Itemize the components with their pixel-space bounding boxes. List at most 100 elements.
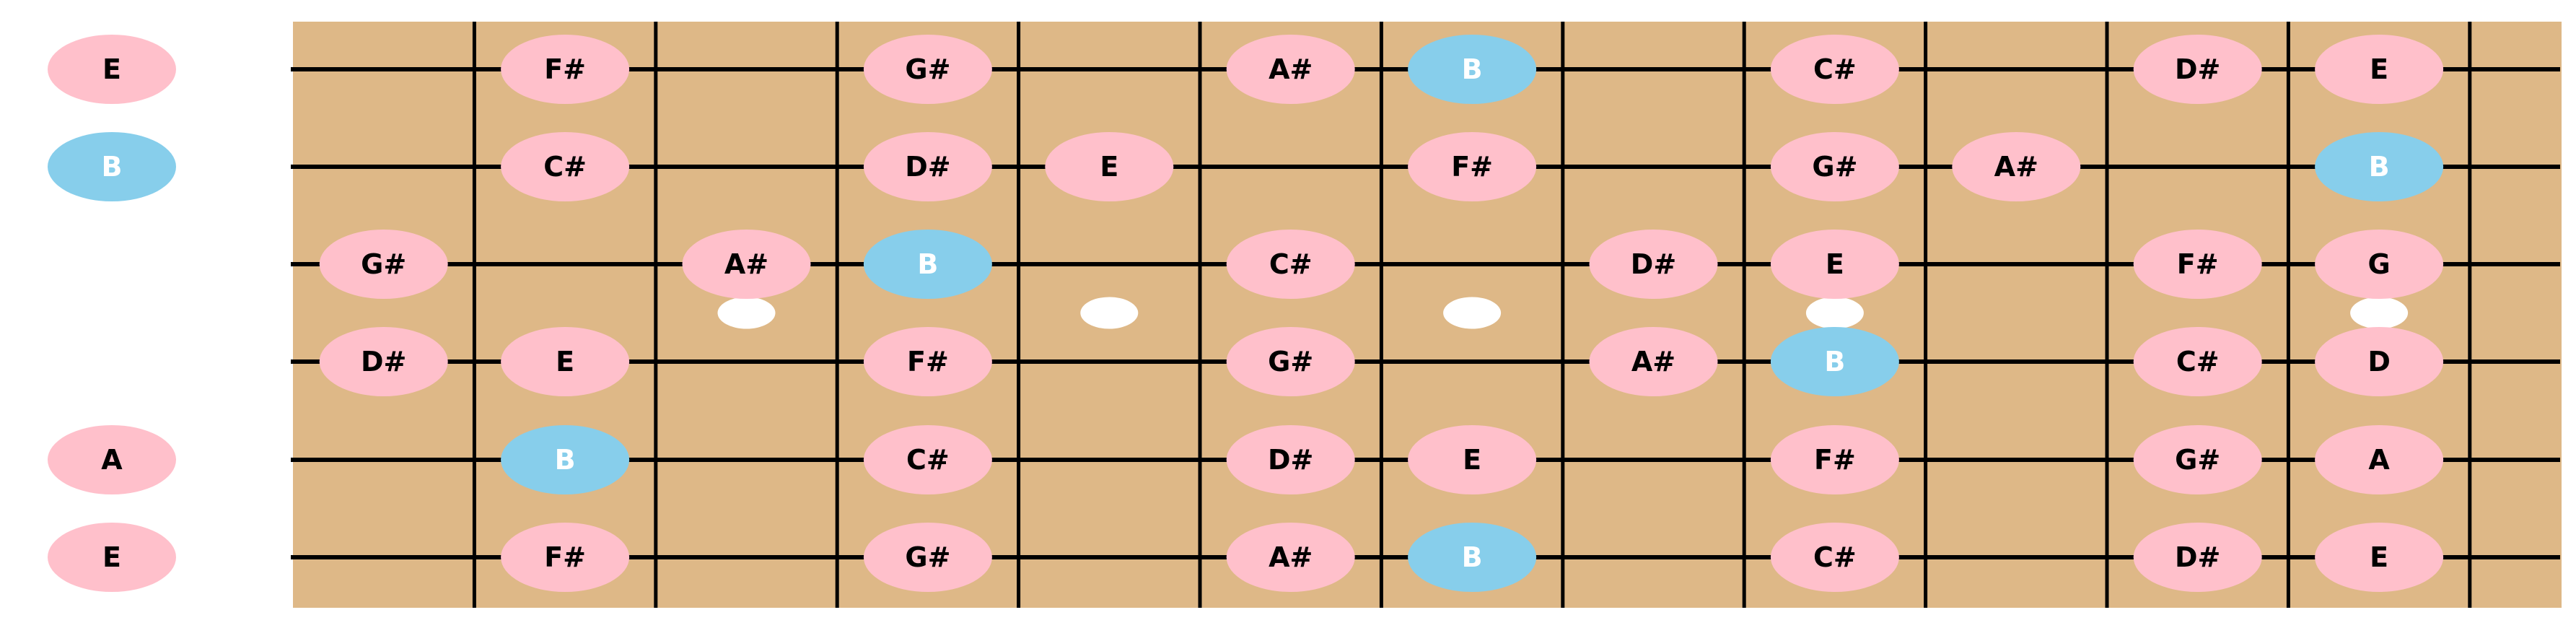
- note-s1-f7-b-root: B: [1408, 35, 1537, 104]
- note-label: C#: [1813, 53, 1857, 85]
- scale-note-marker: [1589, 327, 1718, 396]
- note-s4-f9-b-root: B: [1770, 327, 1899, 396]
- note-label: C#: [1813, 541, 1857, 573]
- note-label: E: [102, 53, 121, 85]
- scale-note-marker: [319, 327, 448, 396]
- scale-note-marker: [1226, 35, 1355, 104]
- note-label: A#: [1994, 151, 2038, 183]
- note-label: F#: [544, 53, 586, 85]
- note-label: D: [2367, 346, 2391, 378]
- scale-note-marker: [1770, 230, 1899, 299]
- note-label: E: [2370, 53, 2388, 85]
- scale-note-marker: [1408, 132, 1537, 201]
- note-s4-f4-fsharp: F#: [863, 327, 992, 396]
- scale-note-marker: [2315, 425, 2444, 494]
- root-note-marker: [501, 425, 630, 494]
- note-label: E: [2370, 541, 2388, 573]
- note-label: C#: [2176, 346, 2220, 378]
- note-label: A: [2368, 444, 2390, 476]
- open-note-string-1-e: E: [48, 35, 176, 104]
- note-s5-f4-csharp: C#: [863, 425, 992, 494]
- note-s2-f4-dsharp: D#: [863, 132, 992, 201]
- scale-note-marker: [863, 327, 992, 396]
- note-label: G: [2367, 248, 2390, 280]
- note-s3-f3-asharp: A#: [682, 230, 811, 299]
- fret-lines: [472, 22, 2472, 608]
- note-s6-f7-b-root: B: [1408, 523, 1537, 592]
- scale-note-marker: [1226, 327, 1355, 396]
- scale-note-marker: [2315, 230, 2444, 299]
- note-label: B: [102, 151, 123, 183]
- scale-note-marker: [501, 35, 630, 104]
- root-note-marker: [1408, 35, 1537, 104]
- note-s1-f9-csharp: C#: [1770, 35, 1899, 104]
- note-s1-f2-fsharp: F#: [501, 35, 630, 104]
- scale-note-marker: [2133, 35, 2262, 104]
- note-s6-f9-csharp: C#: [1770, 523, 1899, 592]
- scale-note-marker: [1226, 523, 1355, 592]
- note-label: A#: [1269, 541, 1313, 573]
- scale-note-marker: [1226, 230, 1355, 299]
- scale-note-marker: [48, 523, 176, 592]
- scale-note-marker: [2133, 425, 2262, 494]
- note-label: G#: [905, 53, 950, 85]
- fretboard-background: [293, 22, 2562, 608]
- scale-note-marker: [1770, 132, 1899, 201]
- note-s4-f1-dsharp: D#: [319, 327, 448, 396]
- note-label: C#: [1269, 248, 1313, 280]
- scale-note-marker: [2133, 523, 2262, 592]
- scale-note-marker: [48, 425, 176, 494]
- open-note-string-2-b-root: B: [48, 132, 176, 201]
- note-s5-f2-b-root: B: [501, 425, 630, 494]
- note-label: G#: [361, 248, 406, 280]
- note-s2-f9-gsharp: G#: [1770, 132, 1899, 201]
- note-label: D#: [2175, 53, 2220, 85]
- note-label: E: [102, 541, 121, 573]
- note-s5-f9-fsharp: F#: [1770, 425, 1899, 494]
- scale-note-marker: [319, 230, 448, 299]
- scale-note-marker: [1770, 35, 1899, 104]
- note-s6-f11-dsharp: D#: [2133, 523, 2262, 592]
- scale-note-marker: [2315, 523, 2444, 592]
- note-label: G#: [2175, 444, 2220, 476]
- inlay-dot-fret-5: [1080, 297, 1139, 329]
- note-s3-f11-fsharp: F#: [2133, 230, 2262, 299]
- fret-inlays: [717, 297, 2409, 329]
- note-s1-f4-gsharp: G#: [863, 35, 992, 104]
- note-s5-f11-gsharp: G#: [2133, 425, 2262, 494]
- scale-note-marker: [2133, 327, 2262, 396]
- note-s3-f8-dsharp: D#: [1589, 230, 1718, 299]
- scale-note-marker: [863, 523, 992, 592]
- note-s3-f4-b-root: B: [863, 230, 992, 299]
- note-label: B: [555, 444, 576, 476]
- scale-note-marker: [863, 425, 992, 494]
- note-s2-f7-fsharp: F#: [1408, 132, 1537, 201]
- scale-note-marker: [48, 35, 176, 104]
- note-label: A: [101, 444, 123, 476]
- scale-note-marker: [501, 523, 630, 592]
- note-label: B: [1824, 346, 1845, 378]
- open-string-notes: E B A E: [48, 35, 176, 592]
- root-note-marker: [1408, 523, 1537, 592]
- note-s4-f8-asharp: A#: [1589, 327, 1718, 396]
- note-label: B: [917, 248, 938, 280]
- note-s6-f4-gsharp: G#: [863, 523, 992, 592]
- note-s2-f12-b-root: B: [2315, 132, 2444, 201]
- note-s5-f12-a: A: [2315, 425, 2444, 494]
- note-label: F#: [544, 541, 586, 573]
- note-s4-f12-d: D: [2315, 327, 2444, 396]
- open-note-string-6-e: E: [48, 523, 176, 592]
- note-label: C#: [543, 151, 587, 183]
- scale-note-marker: [1589, 230, 1718, 299]
- scale-note-marker: [1226, 425, 1355, 494]
- scale-note-marker: [2133, 230, 2262, 299]
- note-s4-f11-csharp: C#: [2133, 327, 2262, 396]
- note-label: G#: [1812, 151, 1857, 183]
- scale-note-marker: [501, 132, 630, 201]
- note-s2-f10-asharp: A#: [1952, 132, 2081, 201]
- note-label: D#: [1631, 248, 1676, 280]
- note-label: E: [556, 346, 574, 378]
- scale-note-marker: [2315, 327, 2444, 396]
- note-s4-f2-e: E: [501, 327, 630, 396]
